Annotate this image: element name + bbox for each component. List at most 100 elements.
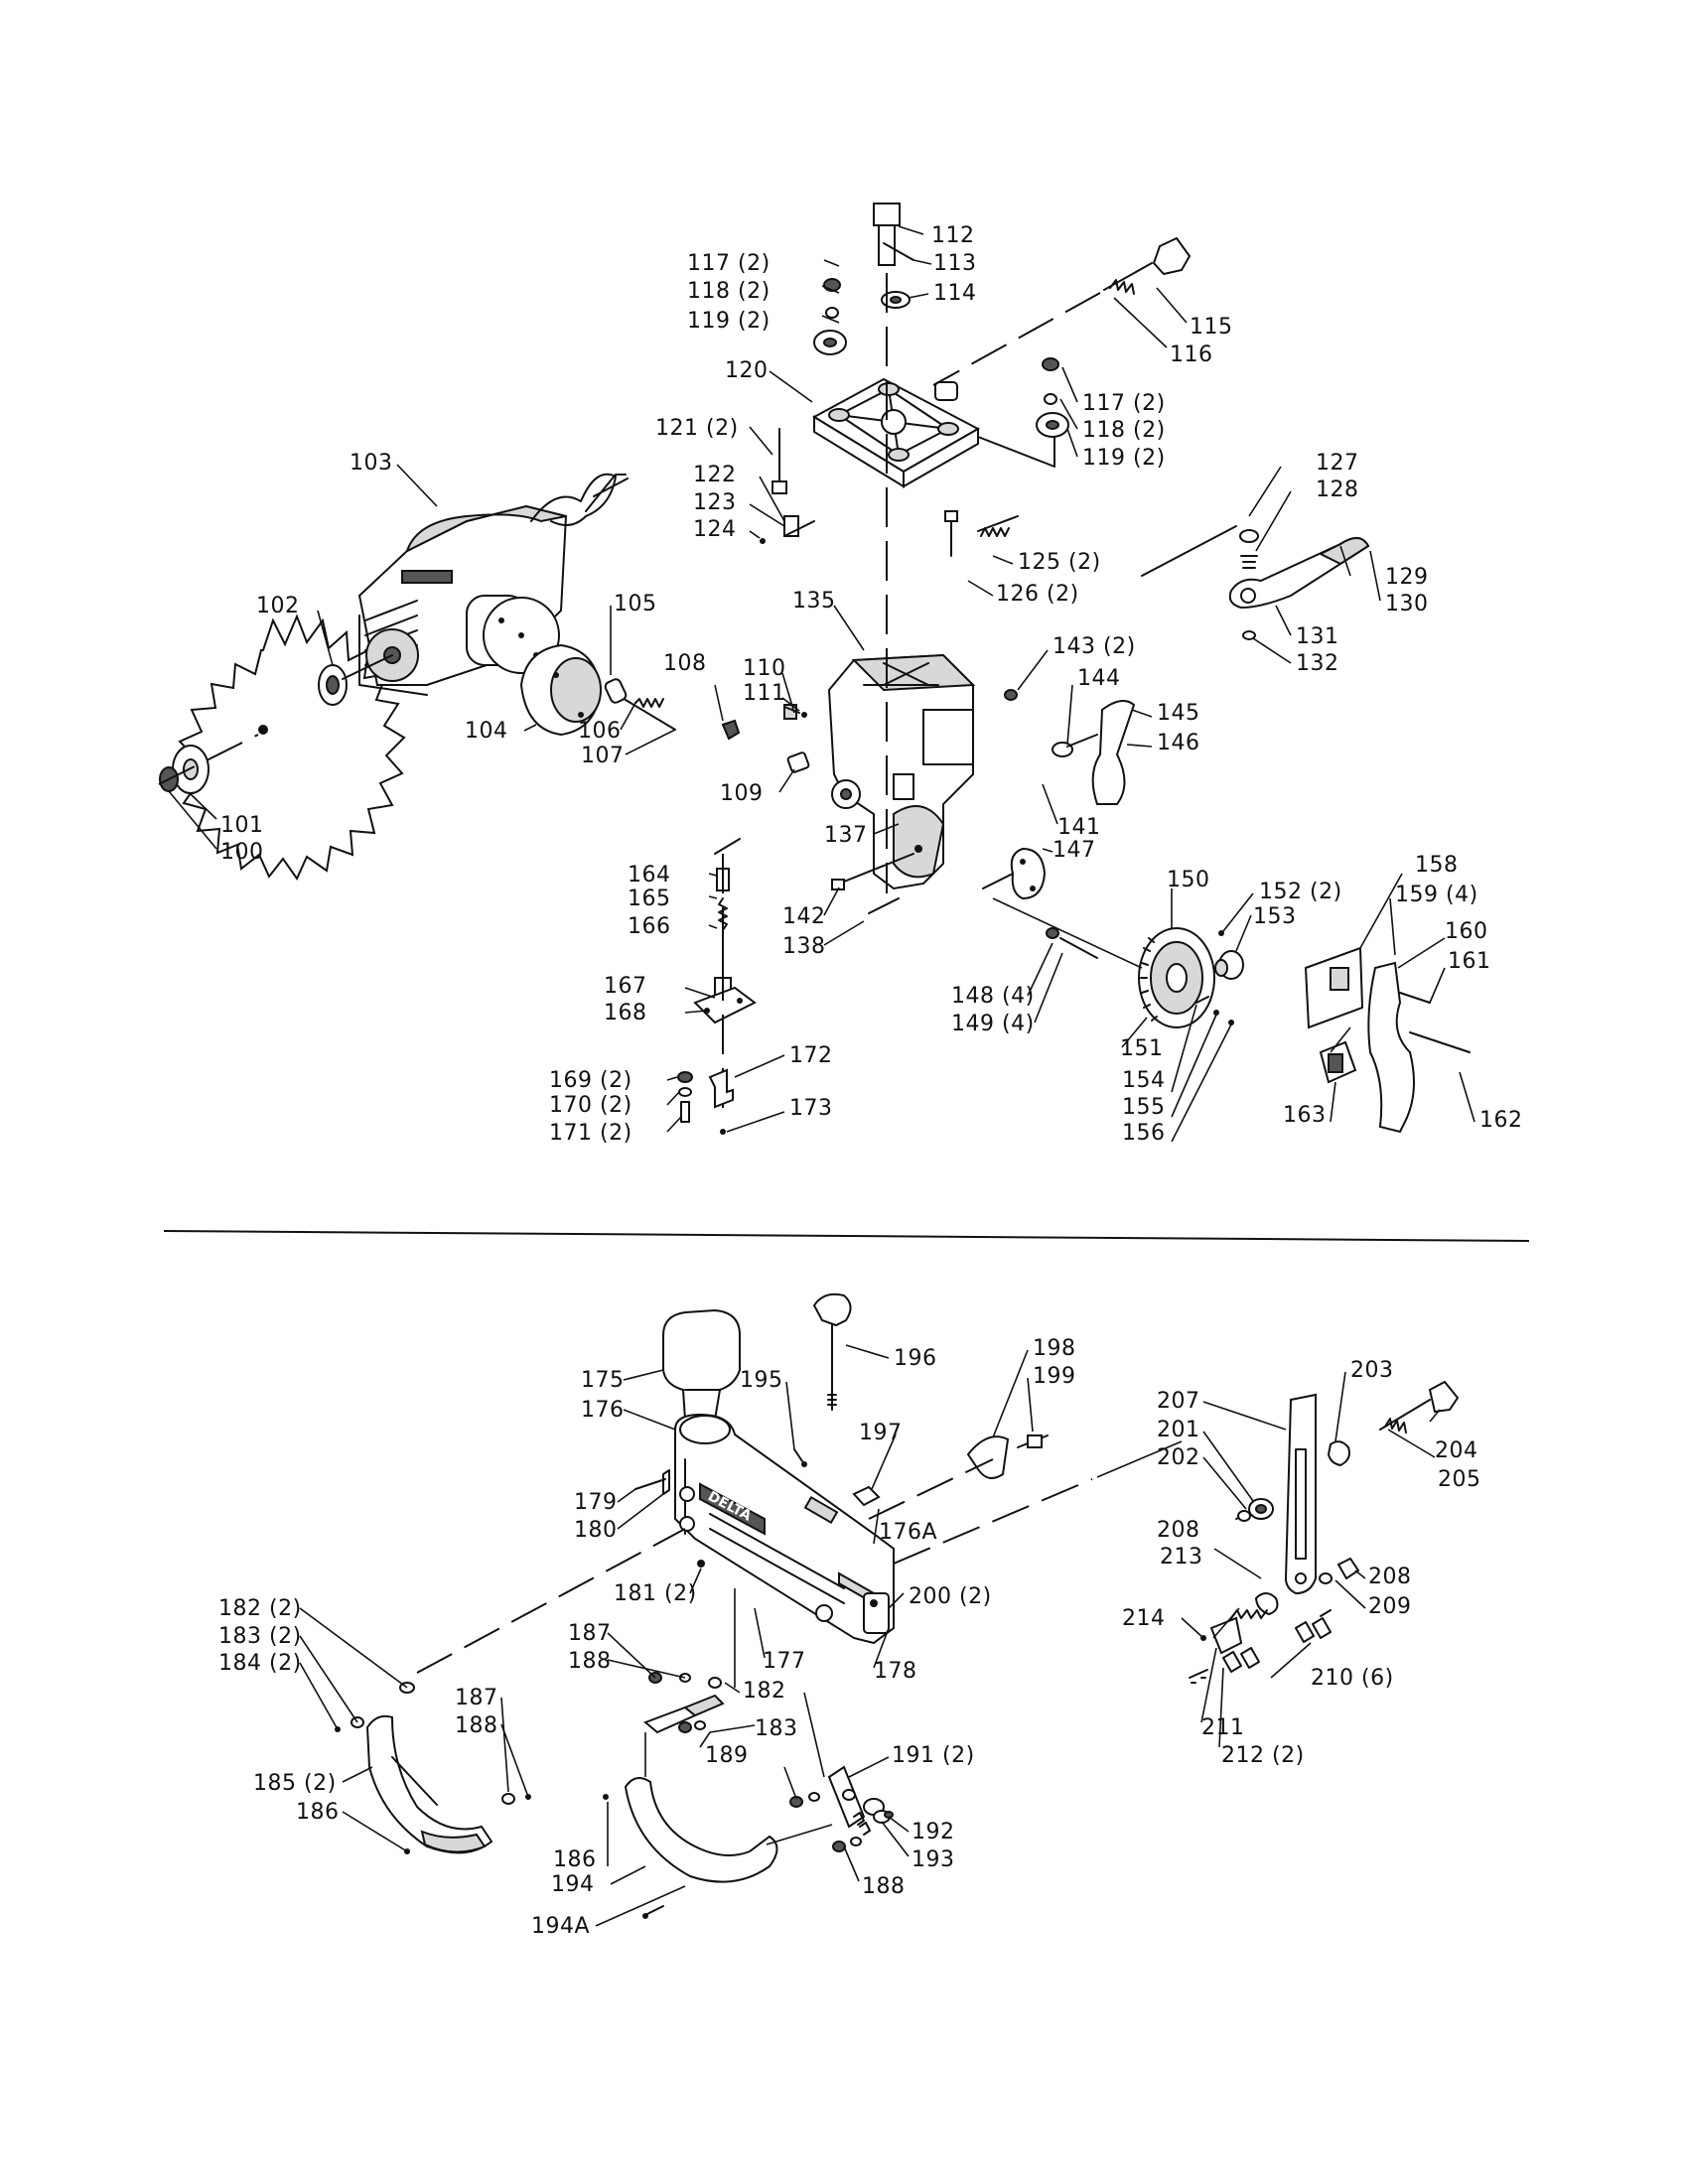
bevel-lever — [1141, 525, 1370, 640]
label-197: 197 — [859, 1421, 903, 1445]
label-164: 164 — [628, 863, 671, 887]
label-118-right: 118 (2) — [1082, 418, 1166, 443]
label-113: 113 — [933, 251, 977, 276]
label-200: 200 (2) — [909, 1584, 992, 1609]
label-177: 177 — [763, 1649, 806, 1674]
label-182-mid: 182 — [743, 1679, 786, 1704]
switch-handle-assembly — [1304, 946, 1471, 1134]
label-137: 137 — [824, 823, 868, 848]
label-195: 195 — [740, 1368, 783, 1393]
label-188-mid: 188 — [568, 1649, 612, 1674]
label-207: 207 — [1157, 1389, 1200, 1414]
label-108: 108 — [663, 651, 707, 676]
label-105: 105 — [614, 592, 657, 616]
label-196: 196 — [894, 1346, 937, 1371]
label-112: 112 — [931, 223, 975, 248]
blade-flange — [318, 664, 348, 706]
label-175: 175 — [581, 1368, 625, 1393]
blade-guard-housing: DELTA — [674, 1413, 895, 1645]
label-150: 150 — [1167, 868, 1210, 892]
label-132: 132 — [1296, 651, 1339, 676]
label-138: 138 — [782, 934, 826, 959]
label-111: 111 — [743, 681, 786, 706]
label-209: 209 — [1368, 1594, 1412, 1619]
label-159: 159 (4) — [1395, 883, 1478, 907]
label-117-left: 117 (2) — [687, 251, 771, 276]
label-176: 176 — [581, 1398, 625, 1423]
label-205: 205 — [1438, 1467, 1481, 1492]
saw-blade — [176, 614, 406, 882]
section-divider — [163, 1230, 1530, 1242]
label-167: 167 — [604, 974, 647, 999]
label-193: 193 — [912, 1847, 955, 1872]
label-169: 169 (2) — [549, 1068, 632, 1093]
label-114: 114 — [933, 281, 977, 306]
label-212: 212 (2) — [1221, 1743, 1305, 1768]
label-187-mid: 187 — [568, 1621, 612, 1646]
lock-knob — [932, 236, 1192, 386]
label-102: 102 — [256, 594, 300, 618]
label-125: 125 (2) — [1018, 550, 1101, 575]
label-127: 127 — [1316, 451, 1359, 476]
blade-washer — [158, 734, 259, 794]
label-149: 149 (4) — [951, 1012, 1035, 1036]
label-122: 122 — [693, 463, 737, 487]
label-131: 131 — [1296, 624, 1339, 649]
label-162: 162 — [1479, 1108, 1523, 1133]
nut-stack-left — [813, 278, 847, 355]
label-213: 213 — [1160, 1545, 1203, 1570]
label-179: 179 — [574, 1490, 618, 1515]
label-181: 181 (2) — [614, 1581, 697, 1606]
label-124: 124 — [693, 517, 737, 542]
label-119-right: 119 (2) — [1082, 446, 1166, 471]
splitter-bracket — [1096, 1380, 1460, 1684]
label-116: 116 — [1170, 342, 1213, 367]
label-186-right: 186 — [553, 1847, 597, 1872]
label-130: 130 — [1385, 592, 1429, 616]
label-153: 153 — [1253, 904, 1297, 929]
label-202: 202 — [1157, 1445, 1200, 1470]
label-183-left: 183 (2) — [218, 1624, 302, 1649]
label-155: 155 — [1122, 1095, 1166, 1120]
upper-part-labels: 112 113 114 115 116 117 (2) 118 (2) 119 … — [220, 223, 1523, 1146]
label-141: 141 — [1057, 815, 1101, 840]
label-118-left: 118 (2) — [687, 279, 771, 304]
label-185: 185 (2) — [253, 1771, 337, 1796]
label-143: 143 (2) — [1052, 634, 1136, 659]
label-152: 152 (2) — [1259, 880, 1342, 904]
label-158: 158 — [1415, 853, 1459, 878]
label-123: 123 — [693, 490, 737, 515]
pivot-bolt — [873, 203, 914, 893]
label-176A: 176A — [879, 1520, 937, 1545]
label-214: 214 — [1122, 1606, 1166, 1631]
lower-part-labels: 175 176 195 196 198 199 197 203 207 201 … — [218, 1336, 1481, 1939]
top-plate — [811, 377, 981, 488]
label-119-left: 119 (2) — [687, 309, 771, 334]
label-168: 168 — [604, 1001, 647, 1025]
label-170: 170 (2) — [549, 1093, 632, 1118]
label-121: 121 (2) — [655, 416, 739, 441]
label-142: 142 — [782, 904, 826, 929]
label-104: 104 — [465, 719, 508, 744]
label-183-mid: 183 — [755, 1716, 798, 1741]
label-147: 147 — [1052, 838, 1096, 863]
label-180: 180 — [574, 1518, 618, 1543]
label-194A: 194A — [531, 1914, 590, 1939]
label-110: 110 — [743, 656, 786, 681]
label-172: 172 — [789, 1043, 833, 1068]
label-173: 173 — [789, 1096, 833, 1121]
label-208-left: 208 — [1157, 1518, 1200, 1543]
upper-assembly-drawing — [158, 203, 1471, 1135]
bevel-scale-disc — [1138, 927, 1215, 1028]
label-146: 146 — [1157, 731, 1200, 755]
label-161: 161 — [1448, 949, 1491, 974]
label-191: 191 (2) — [892, 1743, 975, 1768]
label-151: 151 — [1120, 1036, 1164, 1061]
label-188-left: 188 — [455, 1713, 498, 1738]
label-204: 204 — [1435, 1438, 1478, 1463]
label-184: 184 (2) — [218, 1651, 302, 1676]
label-208-right: 208 — [1368, 1565, 1412, 1589]
label-210: 210 (6) — [1311, 1666, 1394, 1691]
carriage-housing — [827, 653, 976, 890]
label-187-left: 187 — [455, 1686, 498, 1710]
